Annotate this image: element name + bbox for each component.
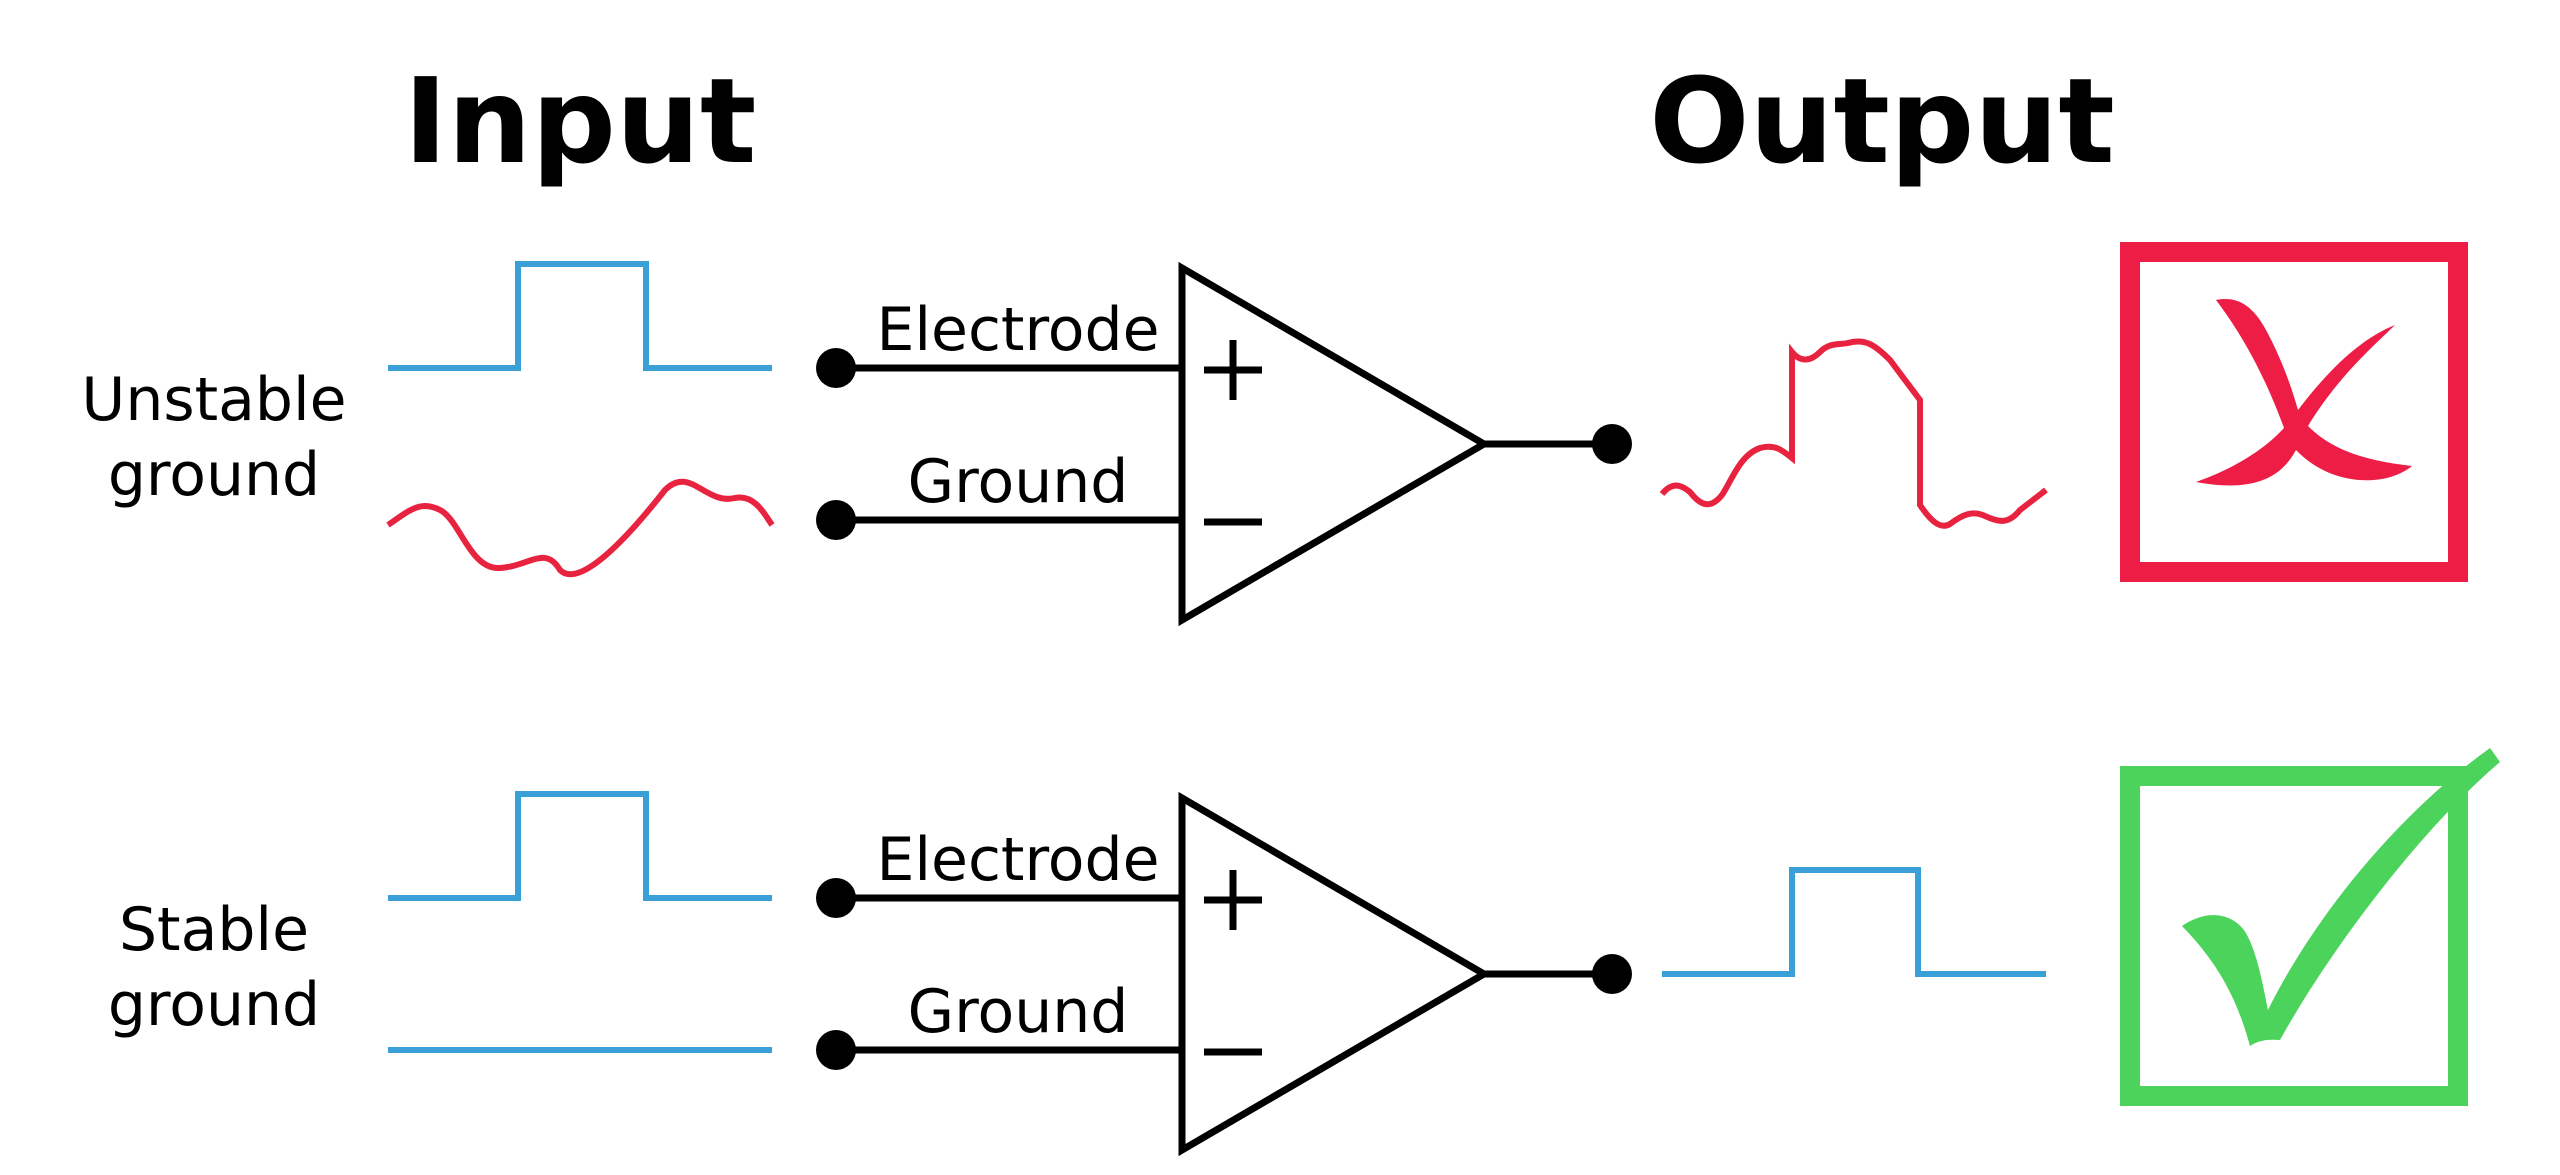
x-mark-icon — [2196, 299, 2412, 486]
row-label-line1: Stable — [119, 895, 309, 965]
output-terminal — [1592, 954, 1632, 994]
ground-label: Ground — [908, 977, 1129, 1047]
input-heading: Input — [404, 52, 757, 190]
pass-box — [2120, 766, 2468, 1106]
check-mark-icon — [2182, 748, 2500, 1046]
plus-sign-icon — [1204, 870, 1262, 930]
ground-label: Ground — [908, 447, 1129, 517]
output-terminal — [1592, 424, 1632, 464]
input-electrode-square-pulse — [388, 261, 772, 371]
row-label-line2: ground — [108, 440, 320, 510]
differential-amplifier — [1178, 261, 1491, 627]
electrode-label: Electrode — [876, 825, 1159, 895]
row-label-line1: Unstable — [81, 365, 346, 435]
plus-sign-icon — [1204, 340, 1262, 400]
differential-amplifier — [1178, 791, 1491, 1157]
unstable-ground-row: Unstable ground Electrode Ground — [81, 242, 2468, 627]
electrode-label: Electrode — [876, 295, 1159, 365]
input-electrode-square-pulse — [388, 791, 772, 901]
row-label-line2: ground — [108, 970, 320, 1040]
fail-box — [2120, 242, 2468, 582]
input-ground-noisy-wave — [386, 478, 775, 578]
stable-ground-row: Stable ground Electrode Ground — [108, 748, 2500, 1157]
output-noisy-pulse — [1659, 338, 2048, 529]
output-square-pulse — [1662, 867, 2046, 977]
output-heading: Output — [1649, 52, 2115, 190]
